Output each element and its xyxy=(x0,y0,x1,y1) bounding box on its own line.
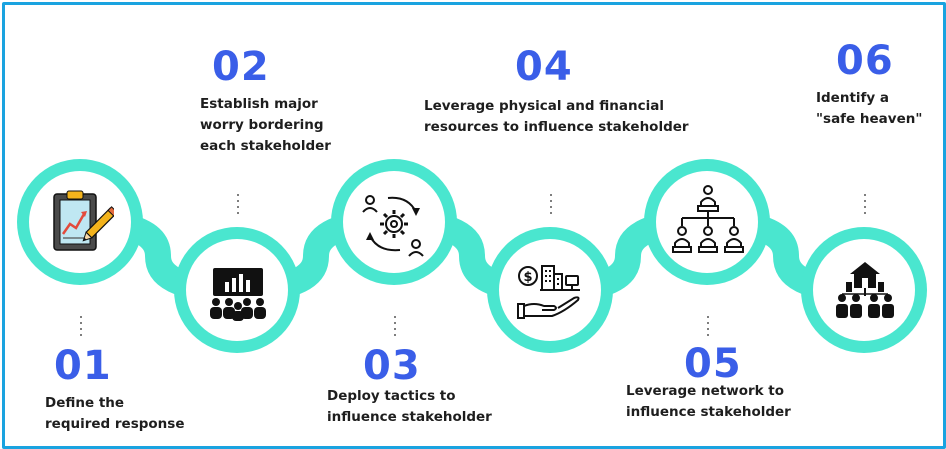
clipboard-chart-pencil-icon xyxy=(53,190,114,251)
connector-dots xyxy=(706,316,710,340)
org-hierarchy-icon xyxy=(672,185,744,253)
step-text-05: Leverage network to influence stakeholde… xyxy=(626,381,791,423)
step-text-line: influence stakeholder xyxy=(626,404,791,420)
step-number-03: 03 xyxy=(363,343,421,389)
step-text-02: Establish major worry bordering each sta… xyxy=(200,94,331,157)
connector-dots xyxy=(393,316,397,340)
step-text-line: Define the xyxy=(45,395,125,411)
connector-dots xyxy=(79,316,83,340)
presentation-audience-icon xyxy=(210,268,266,321)
connector-dots xyxy=(863,194,867,218)
step-number-06: 06 xyxy=(836,38,894,84)
hand-money-building-icon: $ xyxy=(517,265,580,319)
step-number-04: 04 xyxy=(515,44,573,90)
step-text-line: "safe heaven" xyxy=(816,111,923,127)
step-text-line: resources to influence stakeholder xyxy=(424,119,689,135)
step-text-line: required response xyxy=(45,416,185,432)
step-text-line: worry bordering xyxy=(200,117,324,133)
step-number-01: 01 xyxy=(54,343,112,389)
step-text-line: Leverage physical and financial xyxy=(424,98,664,114)
svg-text:$: $ xyxy=(523,270,532,285)
step-text-line: each stakeholder xyxy=(200,138,331,154)
step-text-03: Deploy tactics to influence stakeholder xyxy=(327,386,492,428)
step-text-line: Establish major xyxy=(200,96,318,112)
step-number-05: 05 xyxy=(684,341,742,387)
step-text-06: Identify a "safe heaven" xyxy=(816,88,922,130)
shelter-people-icon xyxy=(836,262,894,318)
connector-dots xyxy=(549,194,553,218)
connector-dots xyxy=(236,194,240,218)
step-text-line: Leverage network to xyxy=(626,383,785,399)
step-text-01: Define the required response xyxy=(45,393,184,435)
step-number-02: 02 xyxy=(212,44,270,90)
step-text-04: Leverage physical and financial resource… xyxy=(424,96,689,138)
step-text-line: Identify a xyxy=(816,90,890,106)
gear-people-cycle-icon xyxy=(362,195,424,257)
step-text-line: influence stakeholder xyxy=(327,409,492,425)
step-text-line: Deploy tactics to xyxy=(327,388,456,404)
